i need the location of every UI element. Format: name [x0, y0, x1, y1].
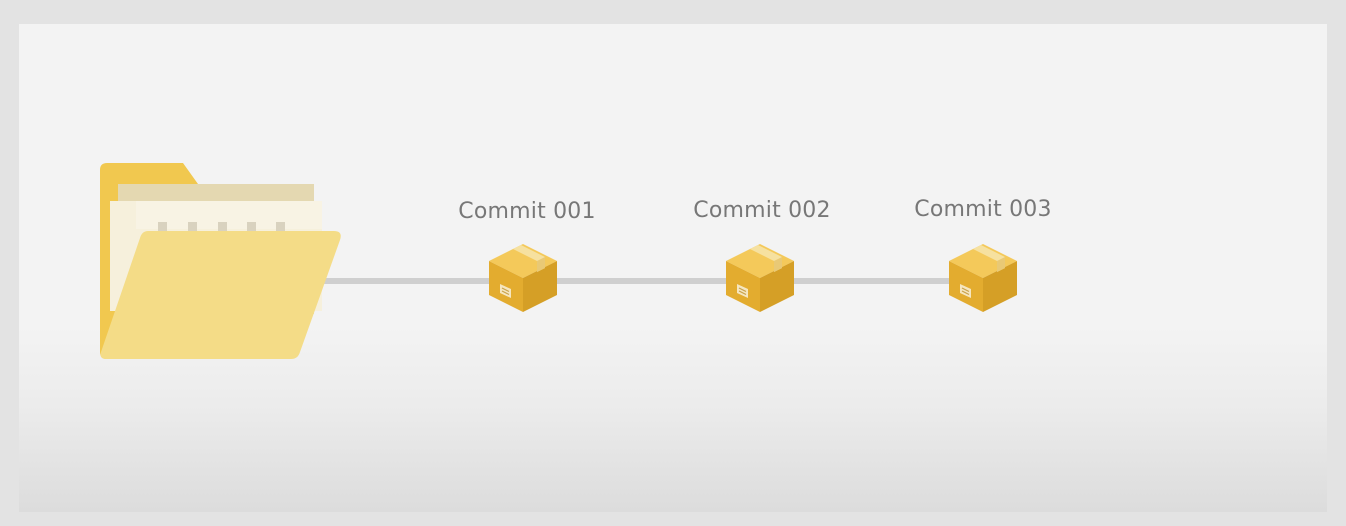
package-box-icon — [949, 244, 1017, 312]
commit-label-001: Commit 001 — [458, 199, 596, 224]
folder-icon — [100, 163, 341, 359]
package-box-icon — [726, 244, 794, 312]
package-box-icon — [489, 244, 557, 312]
commit-label-003: Commit 003 — [914, 197, 1052, 222]
commit-label-002: Commit 002 — [693, 198, 831, 223]
